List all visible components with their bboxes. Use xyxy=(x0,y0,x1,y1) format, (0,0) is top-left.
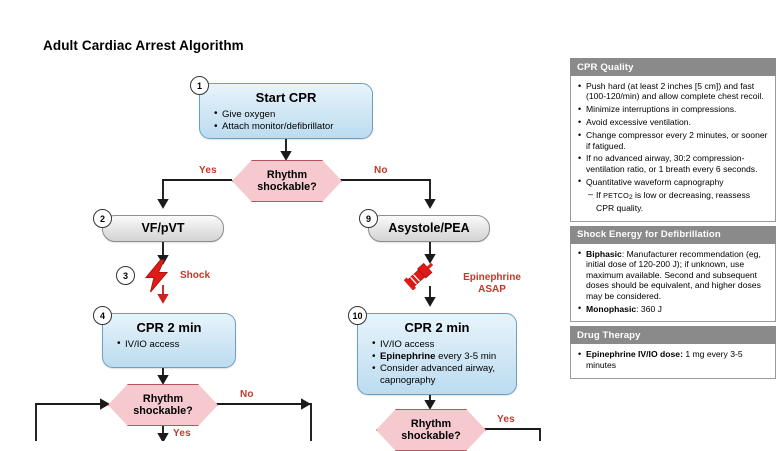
node-cpr-2min-right-title: CPR 2 min xyxy=(404,320,470,335)
reference-sidebar: CPR QualityPush hard (at least 2 inches … xyxy=(570,58,776,383)
flowchart: 1 Start CPR Give oxygen Attach monitor/d… xyxy=(0,0,566,441)
node-number-1: 1 xyxy=(190,76,209,95)
node-cpr-2min-right-bullets: IV/IO accessEpinephrine every 3-5 minCon… xyxy=(362,338,512,386)
panel-body: Epinephrine IV/IO dose: 1 mg every 3-5 m… xyxy=(570,344,776,379)
node-asystole-pea-title: Asystole/PEA xyxy=(388,221,470,236)
branch-label-no-2: No xyxy=(240,389,254,400)
node-asystole-pea[interactable]: Asystole/PEA xyxy=(368,215,490,242)
syringe-icon xyxy=(404,262,434,290)
node-start-cpr-bullets: Give oxygen Attach monitor/defibrillator xyxy=(204,108,368,133)
branch-label-yes-3: Yes xyxy=(497,414,515,425)
decision-label: Rhythm shockable? xyxy=(133,392,193,417)
branch-label-yes-1: Yes xyxy=(199,165,217,176)
sidebar-panel: Drug TherapyEpinephrine IV/IO dose: 1 mg… xyxy=(570,326,776,379)
node-cpr-2min-right[interactable]: CPR 2 min IV/IO accessEpinephrine every … xyxy=(357,313,517,395)
list-item: If no advanced airway, 30:2 compression-… xyxy=(577,153,769,174)
page-title: Adult Cardiac Arrest Algorithm xyxy=(43,38,244,53)
lightning-bolt-icon xyxy=(144,259,169,293)
shock-label: Shock xyxy=(180,270,211,281)
node-vf-pvt[interactable]: VF/pVT xyxy=(102,215,224,242)
list-item: If PETCO2 is low or decreasing, reassess… xyxy=(577,189,769,214)
panel-body: Biphasic: Manufacturer recommendation (e… xyxy=(570,243,776,323)
panel-heading: CPR Quality xyxy=(570,58,776,76)
node-cpr-2min-left-bullets: IV/IO access xyxy=(107,338,231,351)
list-item: Quantitative waveform capnography xyxy=(577,176,769,187)
list-item: Change compressor every 2 minutes, or so… xyxy=(577,130,769,151)
list-item: Monophasic: 360 J xyxy=(577,303,769,314)
algorithm-page: Adult Cardiac Arrest Algorithm xyxy=(0,0,784,441)
list-item: Consider advanced airway, capnography xyxy=(372,363,508,386)
list-item: Avoid excessive ventilation. xyxy=(577,117,769,128)
node-start-cpr-title: Start CPR xyxy=(255,90,317,105)
branch-label-no-1: No xyxy=(374,165,388,176)
node-cpr-2min-left[interactable]: CPR 2 min IV/IO access xyxy=(102,313,236,368)
branch-label-yes-2: Yes xyxy=(173,428,191,439)
node-start-cpr[interactable]: Start CPR Give oxygen Attach monitor/def… xyxy=(199,83,373,139)
decision-rhythm-shockable-1[interactable]: Rhythm shockable? xyxy=(232,160,342,202)
decision-rhythm-shockable-2[interactable]: Rhythm shockable? xyxy=(108,384,218,426)
list-item: Push hard (at least 2 inches [5 cm]) and… xyxy=(577,81,769,102)
node-number-3: 3 xyxy=(116,266,135,285)
list-item: Biphasic: Manufacturer recommendation (e… xyxy=(577,248,769,301)
panel-heading: Drug Therapy xyxy=(570,326,776,345)
node-cpr-2min-left-title: CPR 2 min xyxy=(136,320,202,335)
list-item: IV/IO access xyxy=(117,338,227,351)
panel-heading: Shock Energy for Defibrillation xyxy=(570,225,776,244)
decision-rhythm-shockable-3[interactable]: Rhythm shockable? xyxy=(376,409,486,451)
node-number-4: 4 xyxy=(93,306,112,325)
list-item: Minimize interruptions in compressions. xyxy=(577,104,769,115)
sidebar-panel: CPR QualityPush hard (at least 2 inches … xyxy=(570,58,776,222)
node-number-2: 2 xyxy=(93,209,112,228)
list-item: Attach monitor/defibrillator xyxy=(214,121,364,133)
node-number-10: 10 xyxy=(348,306,367,325)
list-item: IV/IO access xyxy=(372,338,508,351)
decision-label: Rhythm shockable? xyxy=(257,168,317,193)
connector-lines xyxy=(35,139,541,441)
list-item: Epinephrine IV/IO dose: 1 mg every 3-5 m… xyxy=(577,349,769,370)
epinephrine-asap-label: Epinephrine ASAP xyxy=(463,272,521,295)
panel-body: Push hard (at least 2 inches [5 cm]) and… xyxy=(570,76,776,222)
node-vf-pvt-title: VF/pVT xyxy=(141,221,185,236)
node-number-9: 9 xyxy=(359,209,378,228)
list-item: Give oxygen xyxy=(214,108,364,121)
decision-label: Rhythm shockable? xyxy=(401,417,461,442)
sidebar-panel: Shock Energy for DefibrillationBiphasic:… xyxy=(570,225,776,323)
list-item: Epinephrine every 3-5 min xyxy=(372,351,508,363)
